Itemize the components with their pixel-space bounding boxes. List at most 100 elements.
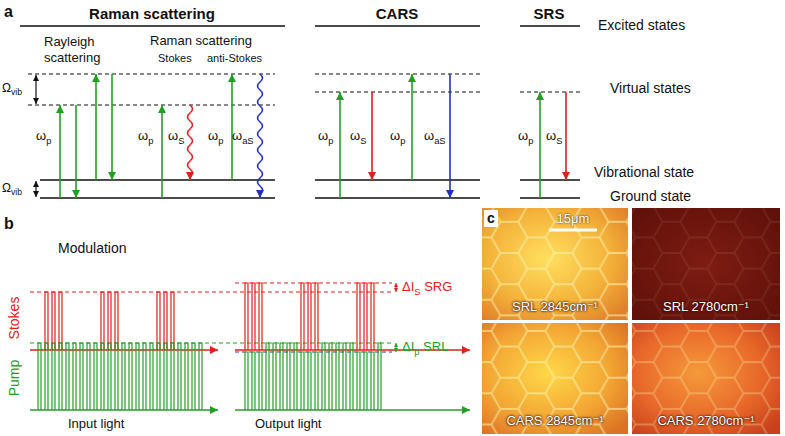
energy-level bbox=[40, 180, 580, 198]
pulse bbox=[108, 343, 111, 410]
pulse bbox=[371, 283, 374, 350]
pulse bbox=[171, 343, 174, 410]
pulse-train bbox=[38, 283, 381, 410]
frequency-label: ωp bbox=[518, 128, 533, 147]
axis-label: Input light bbox=[68, 416, 124, 432]
image-label: SRL 2845cm⁻¹ bbox=[512, 299, 598, 315]
pulse bbox=[252, 283, 255, 350]
pulse bbox=[80, 343, 83, 410]
pulse bbox=[357, 352, 360, 410]
pulse bbox=[136, 343, 139, 410]
annotation: Modulation bbox=[58, 240, 127, 257]
pulse bbox=[38, 343, 41, 410]
vibration-symbol: Ωvib bbox=[2, 181, 22, 198]
level-label: Excited states bbox=[598, 17, 685, 34]
pulse bbox=[245, 283, 248, 350]
pulse bbox=[59, 292, 62, 350]
pulse bbox=[171, 292, 174, 350]
pulse bbox=[357, 283, 360, 350]
pulse bbox=[301, 283, 304, 350]
frequency-label: ωp bbox=[36, 128, 51, 147]
channel-label: Pump bbox=[6, 360, 23, 397]
gain-label: ΔIS SRG bbox=[402, 279, 452, 298]
panel-letter: c bbox=[484, 210, 498, 227]
process-label: Rayleigh scattering bbox=[44, 34, 122, 65]
frequency-label: ωp bbox=[318, 128, 333, 147]
pulse bbox=[164, 292, 167, 350]
pulse bbox=[199, 343, 202, 410]
pulse bbox=[301, 352, 304, 410]
image-label: SRL 2780cm⁻¹ bbox=[663, 299, 749, 315]
frequency-label: ωaS bbox=[232, 128, 254, 147]
frequency-label: ωS bbox=[168, 128, 184, 147]
pulse bbox=[315, 352, 318, 410]
panel-title: CARS bbox=[376, 5, 419, 23]
pulse bbox=[322, 343, 325, 410]
time-axis bbox=[30, 350, 470, 410]
process-label: Stokes bbox=[158, 52, 192, 65]
transition-arrow bbox=[60, 74, 540, 198]
pulse bbox=[259, 283, 262, 350]
loss-label: ΔIp SRL bbox=[402, 339, 448, 358]
pulse bbox=[350, 343, 353, 410]
image-tile: CARS 2780cm⁻¹ bbox=[632, 323, 780, 434]
panel-title: SRS bbox=[534, 5, 565, 23]
pulse bbox=[150, 343, 153, 410]
pulse bbox=[364, 283, 367, 350]
pulse bbox=[280, 343, 283, 410]
frequency-label: ωp bbox=[390, 128, 405, 147]
panel-letter: a bbox=[4, 2, 13, 21]
pulse bbox=[329, 343, 332, 410]
process-label: Raman scattering bbox=[150, 33, 252, 49]
pulse bbox=[157, 343, 160, 410]
pulse bbox=[45, 292, 48, 350]
pulse bbox=[192, 343, 195, 410]
pulse bbox=[273, 343, 276, 410]
pulse bbox=[287, 343, 290, 410]
pulse bbox=[259, 352, 262, 410]
pulse bbox=[115, 343, 118, 410]
panel-letter: b bbox=[4, 214, 14, 233]
pulse bbox=[52, 292, 55, 350]
pulse bbox=[157, 292, 160, 350]
channel-label: Stokes bbox=[6, 297, 23, 340]
pulse bbox=[143, 343, 146, 410]
anti-stokes-arrow bbox=[258, 74, 451, 198]
frequency-label: ωp bbox=[208, 128, 223, 147]
pulse bbox=[101, 343, 104, 410]
pulse bbox=[178, 343, 181, 410]
pulse bbox=[59, 343, 62, 410]
pulse bbox=[308, 283, 311, 350]
level-guide bbox=[30, 283, 392, 352]
process-label: anti-Stokes bbox=[207, 52, 262, 65]
pulse bbox=[266, 343, 269, 410]
image-tile: SRL 2780cm⁻¹ bbox=[632, 208, 780, 320]
pulse bbox=[122, 343, 125, 410]
pulse bbox=[315, 283, 318, 350]
frequency-label: ωS bbox=[350, 128, 366, 147]
pulse bbox=[108, 292, 111, 350]
scale-bar bbox=[549, 229, 597, 232]
vibration-symbol: Ωvib bbox=[2, 81, 22, 98]
pulse bbox=[45, 343, 48, 410]
virtual-level bbox=[28, 74, 580, 105]
frequency-label: ωS bbox=[546, 128, 562, 147]
title-rule bbox=[20, 25, 580, 27]
pulse bbox=[115, 292, 118, 350]
stokes-arrow bbox=[188, 92, 567, 180]
pulse bbox=[336, 343, 339, 410]
image-tile: SRL 2845cm⁻¹ bbox=[482, 208, 628, 320]
pulse bbox=[185, 343, 188, 410]
pulse bbox=[129, 343, 132, 410]
pulse bbox=[87, 343, 90, 410]
frequency-label: ωaS bbox=[424, 128, 446, 147]
image-tile: CARS 2845cm⁻¹ bbox=[482, 323, 628, 434]
level-label: Vibrational state bbox=[594, 164, 694, 181]
pulse bbox=[52, 343, 55, 410]
delta-arrow bbox=[396, 283, 397, 352]
pulse bbox=[378, 343, 381, 410]
panel-title: Raman scattering bbox=[89, 5, 215, 23]
pulse bbox=[364, 352, 367, 410]
